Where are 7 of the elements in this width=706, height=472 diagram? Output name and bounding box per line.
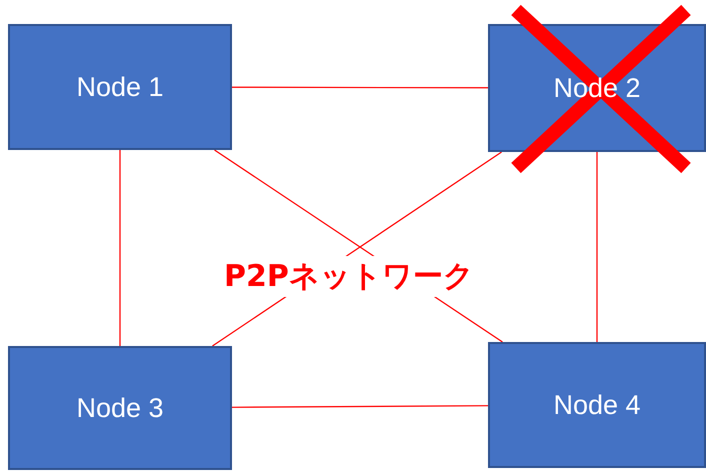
node-box: Node 1 — [8, 24, 232, 150]
connector-line — [119, 150, 121, 346]
connector-line — [232, 86, 488, 88]
connector-line — [596, 152, 598, 342]
connector-line — [232, 405, 488, 408]
node-box: Node 3 — [8, 346, 232, 470]
node-box: Node 4 — [488, 342, 706, 468]
